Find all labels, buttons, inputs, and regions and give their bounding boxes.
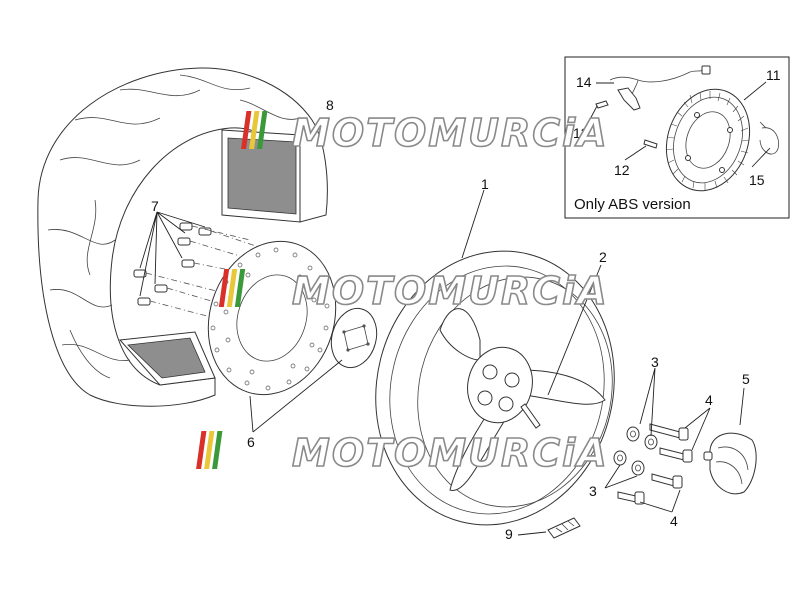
watermark-top: MOTOMURCiA xyxy=(241,110,609,156)
callout-1: 1 xyxy=(481,176,489,192)
callout-11: 11 xyxy=(766,67,781,83)
callout-7: 7 xyxy=(151,198,159,214)
watermark-text-bottom: MOTOMURCiA xyxy=(292,431,609,475)
disc-carrier-plate xyxy=(330,307,378,369)
balance-weight-part-9 xyxy=(547,517,581,539)
callout-3-upper: 3 xyxy=(651,354,659,370)
callout-labels: 1 2 3 3 4 4 5 6 7 8 9 11 12 13 14 15 Onl… xyxy=(151,67,781,542)
callout-12: 12 xyxy=(614,162,630,178)
callout-14: 14 xyxy=(576,74,592,90)
watermark-text-top: MOTOMURCiA xyxy=(292,111,609,155)
callout-15: 15 xyxy=(749,172,765,188)
callout-6: 6 xyxy=(247,434,255,450)
callout-4-lower: 4 xyxy=(670,513,678,529)
watermark-text-middle: MOTOMURCiA xyxy=(292,269,609,313)
wheel-rim-part-1 xyxy=(375,250,615,526)
callout-2: 2 xyxy=(599,249,607,265)
callout-5: 5 xyxy=(742,371,750,387)
tire-part-8 xyxy=(37,67,328,407)
washers-part-3 xyxy=(613,426,658,476)
abs-inset-box xyxy=(564,56,790,219)
callout-8: 8 xyxy=(326,97,334,113)
leader-lines xyxy=(139,189,745,536)
bolts-part-4 xyxy=(617,423,693,505)
watermark-middle: MOTOMURCiA xyxy=(218,268,609,314)
abs-inset-caption: Only ABS version xyxy=(574,196,691,213)
hub-cover-part-5 xyxy=(703,432,757,495)
watermark-bottom: MOTOMURCiA xyxy=(196,430,609,476)
callout-3-lower: 3 xyxy=(589,483,597,499)
callout-13: 13 xyxy=(573,125,589,141)
callout-9: 9 xyxy=(505,526,513,542)
callout-4-upper: 4 xyxy=(705,392,713,408)
